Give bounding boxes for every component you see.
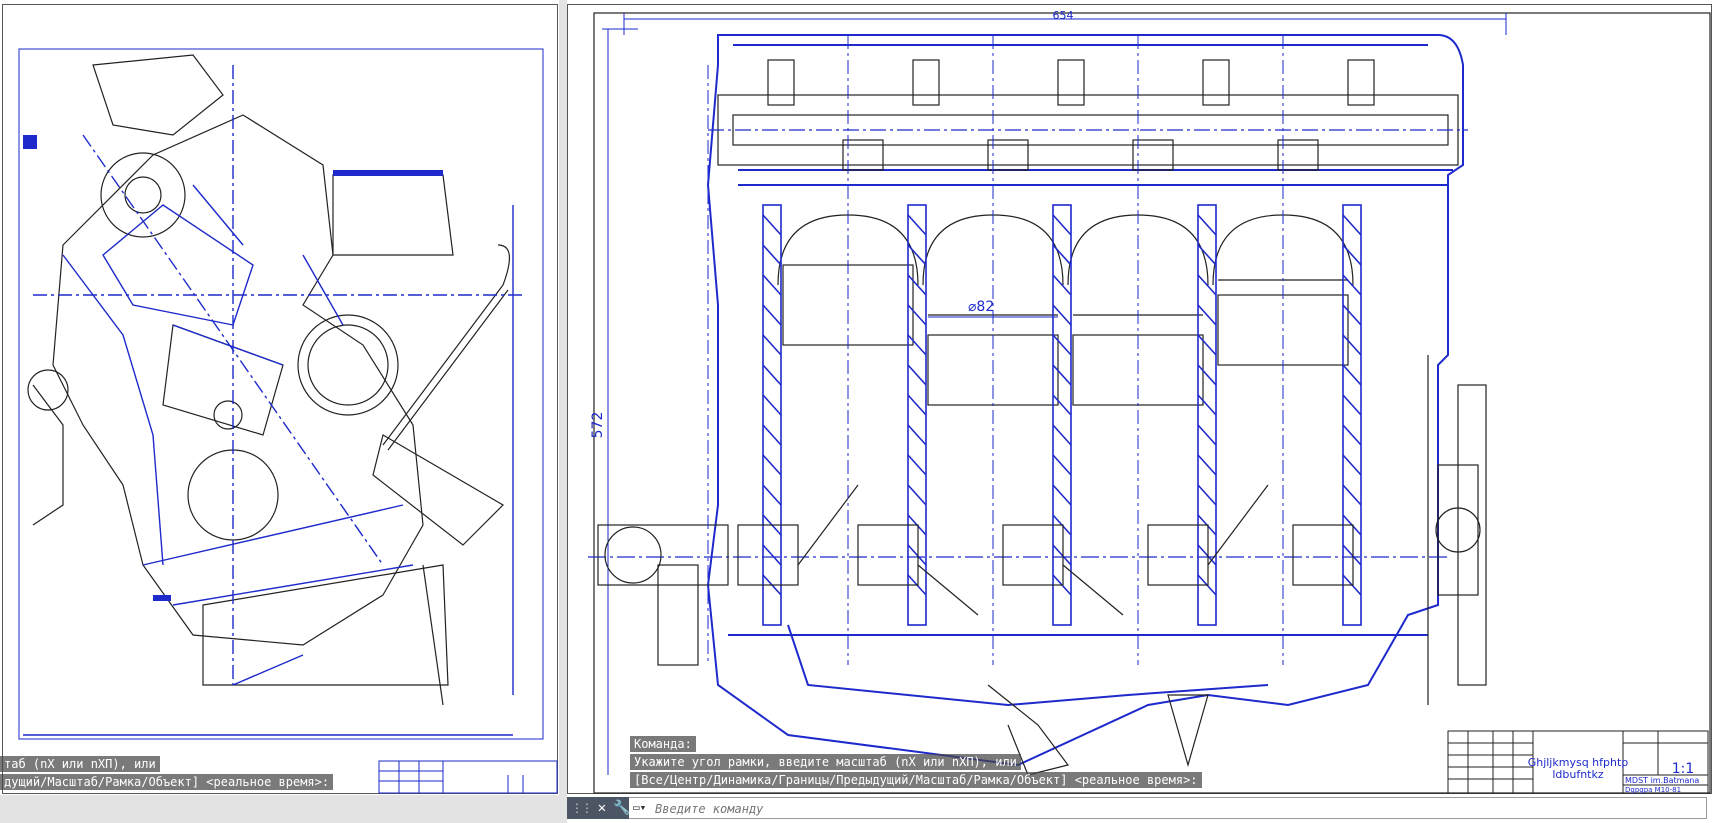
engine-side-section-drawing xyxy=(18,48,558,794)
history-line-prompt: Укажите угол рамки, введите масштаб (nX … xyxy=(630,754,1021,770)
command-line-controls: ⋮⋮ ✕ 🔧 xyxy=(567,797,631,819)
command-input[interactable] xyxy=(633,799,1717,819)
history-line-command: Команда: xyxy=(630,736,696,752)
dimension-length: 654 xyxy=(1053,9,1074,22)
bottom-margin xyxy=(0,795,567,823)
close-icon[interactable]: ✕ xyxy=(597,800,607,816)
left-history-line-1: таб (nX или nXП), или xyxy=(0,756,160,772)
title-block-scale: 1:1 xyxy=(1672,761,1695,777)
title-block-name-line1: Ghjljkmysq hfphtp xyxy=(1528,756,1629,769)
right-command-history: Команда: Укажите угол рамки, введите мас… xyxy=(630,736,1202,790)
right-viewport[interactable]: 654 572 xyxy=(567,4,1712,794)
title-block-org: MDST im.Batmana xyxy=(1625,776,1699,785)
engine-longitudinal-section-drawing: 654 572 xyxy=(588,9,1711,794)
drag-grip-icon[interactable]: ⋮⋮ xyxy=(571,801,593,815)
left-viewport[interactable] xyxy=(2,4,558,794)
title-block-code: Dgpgpa M10-81 xyxy=(1625,786,1681,794)
left-command-history: таб (nX или nXП), или дущий/Масштаб/Рамк… xyxy=(0,756,334,792)
title-block-name-line2: ldbufntkz xyxy=(1552,768,1604,781)
left-history-line-2: дущий/Масштаб/Рамка/Объект] <реальное вр… xyxy=(0,774,334,790)
viewport-divider xyxy=(559,0,567,823)
wrench-icon[interactable]: 🔧 xyxy=(613,800,631,816)
history-line-options: [Все/Центр/Динамика/Границы/Предыдущий/М… xyxy=(630,772,1202,788)
dimension-height: 572 xyxy=(590,412,606,439)
dimension-bore: ⌀82 xyxy=(968,299,994,315)
